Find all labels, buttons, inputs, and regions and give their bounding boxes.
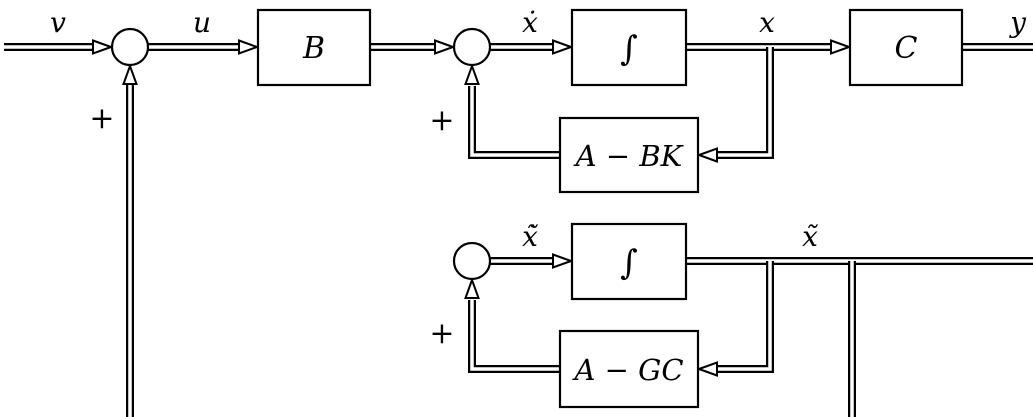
block-b-label: B [302, 31, 325, 66]
block-a-minus-gc: A − GC [558, 329, 700, 409]
summing-junction-1 [110, 27, 150, 67]
block-b: B [256, 8, 372, 87]
sign-sum3: + [429, 316, 454, 351]
signal-xtilde-feedback [698, 261, 774, 369]
block-a-minus-bk: A − BK [558, 116, 700, 194]
signal-abk-out [472, 65, 560, 159]
label-v: v [50, 6, 66, 39]
label-u: u [193, 6, 211, 39]
block-c: C [848, 8, 964, 87]
block-integrator-top: ∫ [570, 8, 688, 87]
sign-sum2: + [429, 103, 454, 138]
sign-sum1: + [89, 101, 114, 136]
block-integrator-bottom: ∫ [570, 222, 688, 301]
summing-junction-3 [452, 241, 492, 281]
integrator-bottom-label: ∫ [620, 243, 638, 283]
label-xtilde-dot: x̃̇ [522, 220, 538, 253]
a-minus-gc-label: A − GC [571, 353, 683, 387]
label-y: y [1008, 6, 1027, 39]
signal-lines [4, 47, 1033, 417]
label-xdot: ẋ [522, 6, 538, 39]
signal-x-feedback [698, 47, 774, 155]
label-xtilde: x̃ [802, 220, 818, 253]
integrator-top-label: ∫ [620, 29, 638, 69]
block-c-label: C [895, 31, 918, 66]
signal-agc-out [472, 279, 560, 373]
summing-junction-2 [452, 27, 492, 67]
a-minus-bk-label: A − BK [573, 139, 685, 173]
label-x: x [759, 6, 775, 39]
